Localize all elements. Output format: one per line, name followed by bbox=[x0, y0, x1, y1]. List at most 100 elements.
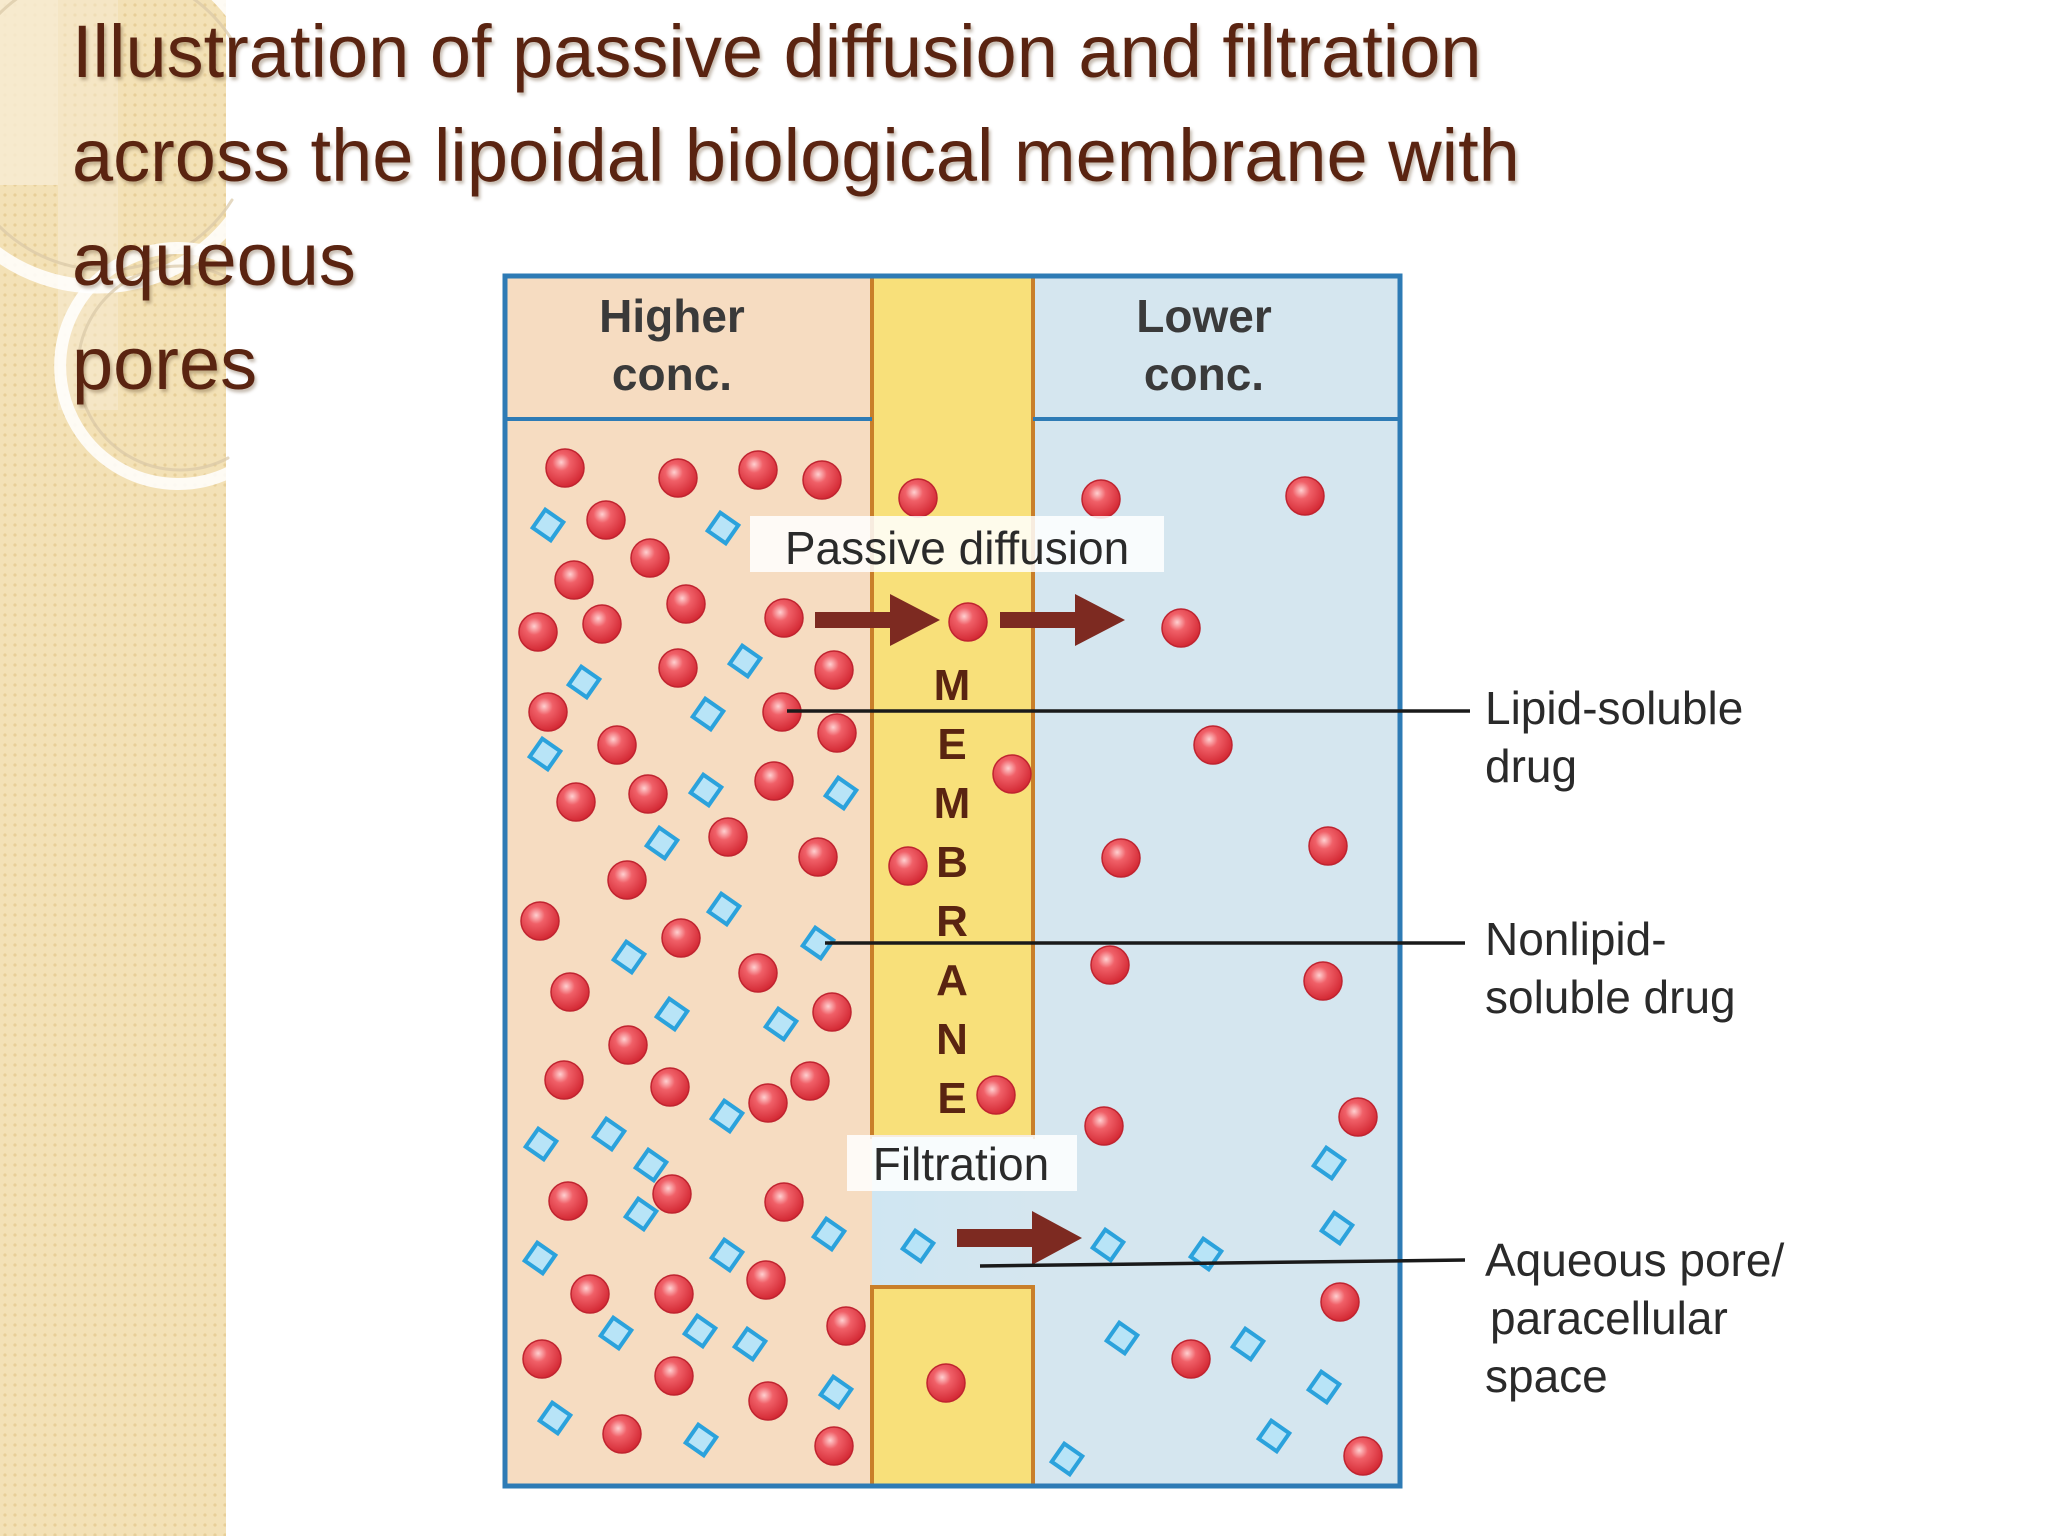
higher-conc-label-2: conc. bbox=[612, 348, 732, 400]
lipid-soluble-particle bbox=[1090, 945, 1130, 985]
lipid-soluble-particle bbox=[708, 817, 748, 857]
lipid-soluble-particle bbox=[1101, 838, 1141, 878]
diagram-frame bbox=[502, 273, 1403, 1489]
lipid-soluble-particle bbox=[1161, 608, 1201, 648]
lipid-soluble-particle bbox=[518, 612, 558, 652]
nonlipid-soluble-particle bbox=[522, 1125, 560, 1163]
higher-conc-label-1: Higher bbox=[599, 290, 745, 342]
nonlipid-soluble-particle bbox=[799, 924, 837, 962]
lipid-soluble-particle bbox=[544, 1060, 584, 1100]
nonlipid-soluble-particle bbox=[762, 1005, 800, 1043]
drug-particles bbox=[518, 448, 1383, 1478]
filtration-arrow bbox=[957, 1211, 1082, 1265]
passive-diffusion-label-bg bbox=[750, 516, 1164, 572]
nonlipid-soluble-particle bbox=[521, 1239, 559, 1277]
lipid-soluble-particle bbox=[1171, 1339, 1211, 1379]
nonlipid-soluble-particle bbox=[1255, 1417, 1293, 1455]
title-line-4: pores bbox=[72, 321, 258, 405]
lipid-soluble-particle bbox=[1193, 725, 1233, 765]
nonlipid-soluble-particle bbox=[708, 1097, 746, 1135]
lipid-soluble-particle bbox=[738, 450, 778, 490]
title-line-1: Illustration of passive diffusion and fi… bbox=[72, 10, 1482, 93]
lipid-soluble-particle bbox=[586, 500, 626, 540]
lipid-soluble-particle bbox=[554, 560, 594, 600]
lipid-soluble-particle bbox=[570, 1274, 610, 1314]
membrane-letter-6: A bbox=[936, 956, 968, 1005]
lipid-soluble-particle bbox=[658, 458, 698, 498]
filtration-label: Filtration bbox=[873, 1138, 1049, 1190]
decorative-rings bbox=[0, 0, 243, 490]
lower-conc-label-2: conc. bbox=[1144, 348, 1264, 400]
lipid-soluble-particle bbox=[798, 837, 838, 877]
lipid-soluble-particle bbox=[1308, 826, 1348, 866]
lipid-soluble-particle bbox=[1303, 961, 1343, 1001]
nonlipid-soluble-particle bbox=[1048, 1440, 1086, 1478]
lipid-soluble-particle bbox=[812, 992, 852, 1032]
nonlipid-soluble-particle bbox=[643, 824, 681, 862]
nonlipid-soluble-particle bbox=[632, 1146, 670, 1184]
membrane-letter-7: N bbox=[936, 1015, 968, 1064]
nonlipid-soluble-particle bbox=[565, 663, 603, 701]
nonlipid-soluble-particle bbox=[708, 1236, 746, 1274]
lipid-soluble-particle bbox=[926, 1363, 966, 1403]
nonlipid-soluble-particle bbox=[704, 509, 742, 547]
lower-conc-label-1: Lower bbox=[1136, 290, 1272, 342]
nonlipid-soluble-particle bbox=[687, 771, 725, 809]
nonlipid-soluble-particle bbox=[590, 1115, 628, 1153]
nonlipid-soluble-particle bbox=[1310, 1144, 1348, 1182]
pore-callout-3: space bbox=[1485, 1350, 1608, 1402]
nonlipid-soluble-particle bbox=[822, 774, 860, 812]
membrane-letter-5: R bbox=[936, 897, 968, 946]
nonlipid-soluble-particle bbox=[597, 1314, 635, 1352]
nonlipid-soluble-particle bbox=[653, 995, 691, 1033]
lipid-soluble-particle bbox=[814, 650, 854, 690]
lipid-soluble-particle bbox=[556, 782, 596, 822]
lipid-soluble-particle bbox=[602, 1414, 642, 1454]
lipid-soluble-particle bbox=[898, 478, 938, 518]
diffusion-arrow-1 bbox=[815, 594, 940, 646]
callout-lines bbox=[787, 709, 1470, 1268]
lipid-soluble-particle bbox=[520, 901, 560, 941]
membrane-letter-1: M bbox=[934, 661, 971, 710]
nonlipid-soluble-particle bbox=[1089, 1226, 1127, 1264]
lipid-soluble-particle bbox=[738, 953, 778, 993]
lipid-soluble-particle bbox=[814, 1426, 854, 1466]
membrane-letter-2: E bbox=[937, 720, 966, 769]
lipid-soluble-particle bbox=[545, 448, 585, 488]
lipid-soluble-particle bbox=[888, 846, 928, 886]
lipid-soluble-particle bbox=[666, 584, 706, 624]
lipid-soluble-particle bbox=[817, 713, 857, 753]
nonlipid-soluble-particle bbox=[731, 1325, 769, 1363]
lipid-callout-2: drug bbox=[1485, 740, 1577, 792]
membrane-label: M E M B R A N E bbox=[934, 661, 971, 1123]
lipid-soluble-particle bbox=[1285, 476, 1325, 516]
lipid-soluble-particle bbox=[608, 1025, 648, 1065]
membrane-letter-3: M bbox=[934, 779, 971, 828]
nonlipid-callout-1: Nonlipid- bbox=[1485, 913, 1667, 965]
nonlipid-soluble-particle bbox=[705, 890, 743, 928]
lipid-soluble-particle bbox=[661, 918, 701, 958]
lipid-soluble-particle bbox=[630, 538, 670, 578]
lipid-soluble-particle bbox=[976, 1075, 1016, 1115]
lipid-soluble-particle bbox=[1338, 1097, 1378, 1137]
lipid-soluble-particle bbox=[528, 692, 568, 732]
lipid-soluble-particle bbox=[652, 1174, 692, 1214]
lipid-soluble-particle bbox=[1084, 1106, 1124, 1146]
nonlipid-soluble-particle bbox=[536, 1399, 574, 1437]
nonlipid-soluble-particle bbox=[817, 1373, 855, 1411]
lipid-soluble-particle bbox=[748, 1083, 788, 1123]
lipid-soluble-particle bbox=[1343, 1436, 1383, 1476]
diffusion-arrow-2 bbox=[1000, 594, 1125, 646]
filtration-label-bg bbox=[847, 1135, 1077, 1191]
nonlipid-soluble-particle bbox=[810, 1215, 848, 1253]
membrane-letter-4: B bbox=[936, 838, 968, 887]
nonlipid-soluble-particle bbox=[682, 1421, 720, 1459]
lipid-soluble-particle bbox=[764, 598, 804, 638]
lipid-soluble-particle bbox=[992, 754, 1032, 794]
nonlipid-soluble-particle bbox=[622, 1195, 660, 1233]
lipid-soluble-particle bbox=[1081, 479, 1121, 519]
title-line-3: aqueous bbox=[72, 217, 356, 301]
nonlipid-soluble-particle bbox=[529, 506, 567, 544]
title-line-2: across the lipoidal biological membrane … bbox=[72, 113, 1520, 197]
